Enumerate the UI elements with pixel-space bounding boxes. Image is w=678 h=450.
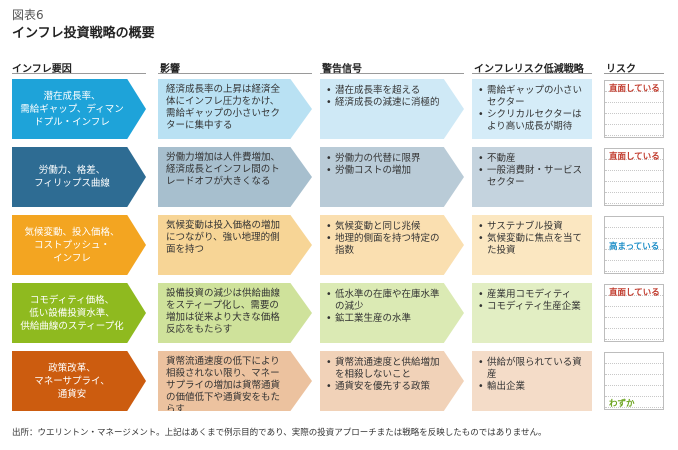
inflation-factor-arrow: 潜在成長率、 需給ギャップ、ディマン ドプル・インフレ <box>12 79 146 139</box>
risk-level-label: 高まっている <box>609 242 660 252</box>
inflation-factor-text: コモディティ価格、 低い設備投資水準、 供給曲線のスティープ化 <box>20 294 124 332</box>
impact-arrow: 貨幣流通速度の低下により相殺されない限り、マネーサプライの増加は貨幣通貨の価値低… <box>158 351 312 411</box>
header-inflation-factor: インフレ要因 <box>12 64 72 75</box>
warning-signal-item: 通貨安を優先する政策 <box>326 381 440 393</box>
impact-arrow: 気候変動は投入価格の増加につながり、強い地理的側面を持つ <box>158 215 312 275</box>
impact-text: 設備投資の減少は供給曲線をスティープ化し、需要の増加は従来より大きな価格反応をも… <box>166 288 281 335</box>
strategy-item: 産業用コモディティ <box>478 289 586 301</box>
warning-signal-item: 地理的側面を持つ特定の指数 <box>326 233 440 257</box>
header-rule <box>604 73 664 74</box>
header-risk: リスク <box>606 64 636 75</box>
footnote: 出所：ウエリントン・マネージメント。上記はあくまで例示目的であり、実際の投資アプ… <box>12 428 547 438</box>
risk-indicator-box: 直面している <box>604 284 664 342</box>
strategy-row: 潜在成長率、 需給ギャップ、ディマン ドプル・インフレ 経済成長率の上昇は経済全体… <box>0 79 678 139</box>
strategy-row: コモディティ価格、 低い設備投資水準、 供給曲線のスティープ化 設備投資の減少は供… <box>0 283 678 343</box>
strategy-box: 不動産一般消費財・サービスセクター <box>472 147 592 207</box>
strategy-row: 気候変動、投入価格、 コストプッシュ・ インフレ 気候変動は投入価格の増加につなが… <box>0 215 678 275</box>
inflation-factor-text: 労働力、格差、 フィリップス曲線 <box>34 165 110 189</box>
risk-indicator-box: 直面している <box>604 80 664 138</box>
risk-level-label: わずか <box>609 399 635 409</box>
strategy-row: 政策改革、 マネーサプライ、 通貨安 貨幣流通速度の低下により相殺されない限り、マ… <box>0 351 678 411</box>
impact-arrow: 労働力増加は人件費増加、経済成長とインフレ間のトレードオフが大きくなる <box>158 147 312 207</box>
warning-signal-item: 経済成長の減速に消極的 <box>326 97 440 109</box>
header-risk-reduction-strategy: インフレリスク低減戦略 <box>474 64 584 75</box>
inflation-factor-text: 潜在成長率、 需給ギャップ、ディマン ドプル・インフレ <box>20 90 124 128</box>
risk-indicator-box: 直面している <box>604 148 664 206</box>
strategy-item: 気候変動に焦点を当てた投資 <box>478 233 586 257</box>
warning-signal-item: 労働力の代替に限界 <box>326 153 440 165</box>
strategy-box: サステナブル投資気候変動に焦点を当てた投資 <box>472 215 592 275</box>
warning-signal-item: 潜在成長率を超える <box>326 85 440 97</box>
header-warning-signals: 警告信号 <box>322 64 362 75</box>
warning-signals-arrow: 潜在成長率を超える経済成長の減速に消極的 <box>320 79 464 139</box>
strategy-box: 需給ギャップの小さいセクターシクリカルセクターはより高い成長が期待 <box>472 79 592 139</box>
header-impact: 影響 <box>160 64 180 75</box>
strategy-item: 輸出企業 <box>478 381 586 393</box>
impact-text: 経済成長率の上昇は経済全体にインフレ圧力をかけ、需給ギャップの小さいセクターに集… <box>166 84 281 131</box>
impact-text: 労働力増加は人件費増加、経済成長とインフレ間のトレードオフが大きくなる <box>166 152 281 187</box>
strategy-item: 一般消費財・サービスセクター <box>478 165 586 189</box>
inflation-factor-arrow: コモディティ価格、 低い設備投資水準、 供給曲線のスティープ化 <box>12 283 146 343</box>
header-rule <box>320 73 464 74</box>
header-rule <box>12 73 146 74</box>
figure-label: 図表6 <box>12 8 44 22</box>
strategy-row: 労働力、格差、 フィリップス曲線 労働力増加は人件費増加、経済成長とインフレ間のト… <box>0 147 678 207</box>
risk-level-label: 直面している <box>609 152 660 162</box>
inflation-factor-arrow: 気候変動、投入価格、 コストプッシュ・ インフレ <box>12 215 146 275</box>
strategy-item: 供給が限られている資産 <box>478 357 586 381</box>
header-rule <box>158 73 312 74</box>
strategy-item: サステナブル投資 <box>478 221 586 233</box>
impact-text: 気候変動は投入価格の増加につながり、強い地理的側面を持つ <box>166 220 281 255</box>
inflation-factor-text: 政策改革、 マネーサプライ、 通貨安 <box>34 362 110 400</box>
inflation-factor-arrow: 政策改革、 マネーサプライ、 通貨安 <box>12 351 146 411</box>
warning-signals-arrow: 貨幣流通速度と供給増加を相殺しないこと通貨安を優先する政策 <box>320 351 464 411</box>
warning-signal-item: 気候変動と同じ兆候 <box>326 221 440 233</box>
impact-text: 貨幣流通速度の低下により相殺されない限り、マネーサプライの増加は貨幣通貨の価値低… <box>166 356 281 415</box>
risk-indicator-box: 高まっている <box>604 216 664 274</box>
figure-title: インフレ投資戦略の概要 <box>12 26 155 41</box>
strategy-item: コモディティ生産企業 <box>478 301 586 313</box>
inflation-factor-arrow: 労働力、格差、 フィリップス曲線 <box>12 147 146 207</box>
impact-arrow: 経済成長率の上昇は経済全体にインフレ圧力をかけ、需給ギャップの小さいセクターに集… <box>158 79 312 139</box>
strategy-item: 需給ギャップの小さいセクター <box>478 85 586 109</box>
impact-arrow: 設備投資の減少は供給曲線をスティープ化し、需要の増加は従来より大きな価格反応をも… <box>158 283 312 343</box>
risk-indicator-box: わずか <box>604 352 664 410</box>
warning-signals-arrow: 労働力の代替に限界労働コストの増加 <box>320 147 464 207</box>
strategy-item: 不動産 <box>478 153 586 165</box>
warning-signal-item: 貨幣流通速度と供給増加を相殺しないこと <box>326 357 440 381</box>
inflation-factor-text: 気候変動、投入価格、 コストプッシュ・ インフレ <box>24 226 120 264</box>
warning-signal-item: 労働コストの増加 <box>326 165 440 177</box>
risk-level-label: 直面している <box>609 84 660 94</box>
risk-level-label: 直面している <box>609 288 660 298</box>
warning-signal-item: 鉱工業生産の水準 <box>326 313 440 325</box>
header-rule <box>472 73 592 74</box>
warning-signals-arrow: 気候変動と同じ兆候地理的側面を持つ特定の指数 <box>320 215 464 275</box>
strategy-item: シクリカルセクターはより高い成長が期待 <box>478 109 586 133</box>
strategy-box: 供給が限られている資産輸出企業 <box>472 351 592 411</box>
strategy-box: 産業用コモディティコモディティ生産企業 <box>472 283 592 343</box>
warning-signals-arrow: 低水準の在庫や在庫水準の減少鉱工業生産の水準 <box>320 283 464 343</box>
warning-signal-item: 低水準の在庫や在庫水準の減少 <box>326 289 440 313</box>
